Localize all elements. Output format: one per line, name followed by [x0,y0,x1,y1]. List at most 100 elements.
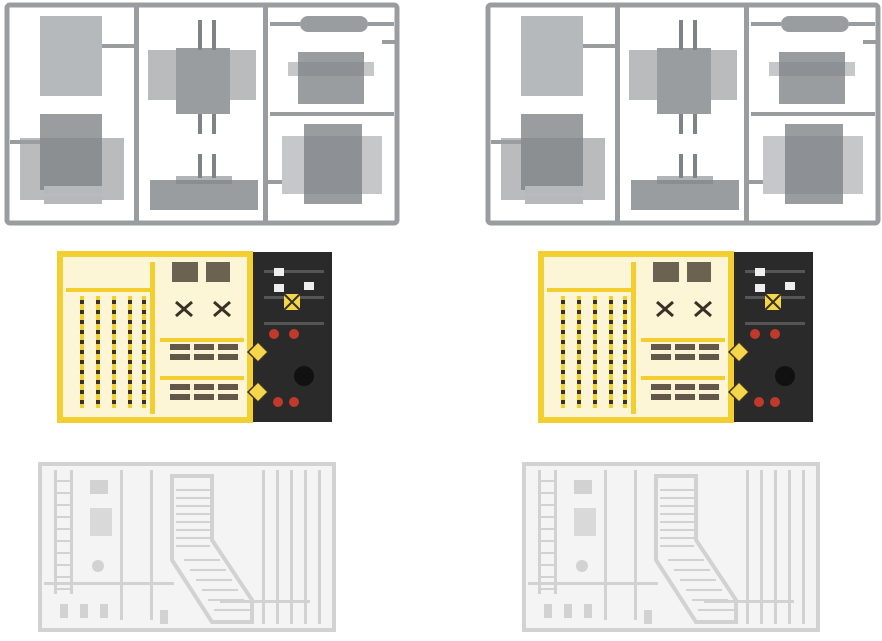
pole-stripe [623,350,627,354]
black-runner [745,322,805,325]
barrier-rail [218,344,238,350]
pole-stripe [142,350,146,354]
white-small-part [574,480,592,494]
black-runner [264,270,324,273]
pole-stripe [112,390,116,394]
gray-base-part [657,176,713,184]
yellow-sprue-frame [538,251,734,423]
red-light-part [273,397,283,407]
pole-stripe [561,400,565,404]
gray-runner [382,40,396,44]
pole-stripe [561,310,565,314]
gray-runner [863,40,877,44]
gray-sprue-divider [744,7,749,221]
red-light-part [269,329,279,339]
pole-stripe [112,380,116,384]
pole-stripe [80,340,84,344]
gray-runner [491,140,521,144]
gray-sprue-divider [263,7,268,221]
ladder-rung [54,516,73,518]
gray-pin [679,154,683,178]
pole-stripe [593,350,597,354]
gray-pin [679,114,683,134]
x-barrier [694,300,712,318]
red-light-part [289,397,299,407]
white-rod [788,470,791,624]
pole-stripe [593,360,597,364]
pole-stripe [577,400,581,404]
gray-step-part [525,186,583,194]
ladder-rail [554,470,557,594]
pole-stripe [80,310,84,314]
white-rod [304,470,307,624]
barrier-rail [218,354,238,360]
gray-sprue [485,2,881,226]
pole-stripe [128,330,132,334]
pole-stripe [609,400,613,404]
barrier-rail [651,354,671,360]
ladder-rung [54,504,73,506]
pole-stripe [142,300,146,304]
barrier-rail [675,354,695,360]
pole-stripe [112,320,116,324]
gray-runner [270,22,300,26]
barrier-rail [651,384,671,390]
gray-pin [693,20,697,50]
gray-pin [679,20,683,50]
barrier-rail [194,394,214,400]
barrier-rail [675,384,695,390]
pole-stripe [561,390,565,394]
pole-stripe [142,310,146,314]
barrier-rail [170,384,190,390]
gray-capsule-part [781,16,849,32]
gray-pin [693,154,697,178]
pole-stripe [623,390,627,394]
gray-panel-part [657,48,711,114]
gray-base-part [176,176,232,184]
ladder-rung [54,588,73,590]
small-white-part [755,284,765,292]
hazard-barrier [687,262,711,282]
white-rod [760,470,763,624]
white-small-part [90,508,112,536]
gray-sprue-divider [134,7,139,221]
x-barrier [656,300,674,318]
white-runner [150,470,153,620]
pole-stripe [593,380,597,384]
pole-stripe [80,400,84,404]
red-light-part [289,329,299,339]
barrier-rail [699,344,719,350]
pole-stripe [577,340,581,344]
barrier-rail [170,344,190,350]
white-peg-part [80,604,88,618]
white-peg-part [544,604,552,618]
small-white-part [304,282,314,290]
white-runner [704,600,794,603]
yellow-runner [641,338,725,342]
pole-stripe [142,330,146,334]
pole-stripe [561,350,565,354]
pole-stripe [112,310,116,314]
black-runner [745,270,805,273]
white-sprue [522,462,820,632]
barrier-rail [218,384,238,390]
gray-pin [198,154,202,178]
yellow-runner [631,262,636,414]
red-light-part [754,397,764,407]
pole-stripe [142,390,146,394]
ladder-rung [538,528,557,530]
pole-stripe [112,370,116,374]
white-runner [44,582,174,585]
yellow-runner [547,288,631,292]
pole-stripe [577,380,581,384]
pole-stripe [623,370,627,374]
pole-stripe [80,380,84,384]
white-runner [220,600,310,603]
pole-stripe [623,300,627,304]
pole-stripe [128,390,132,394]
pole-stripe [96,390,100,394]
pole-stripe [561,370,565,374]
red-light-part [750,329,760,339]
white-rod [290,470,293,624]
pole-stripe [609,380,613,384]
